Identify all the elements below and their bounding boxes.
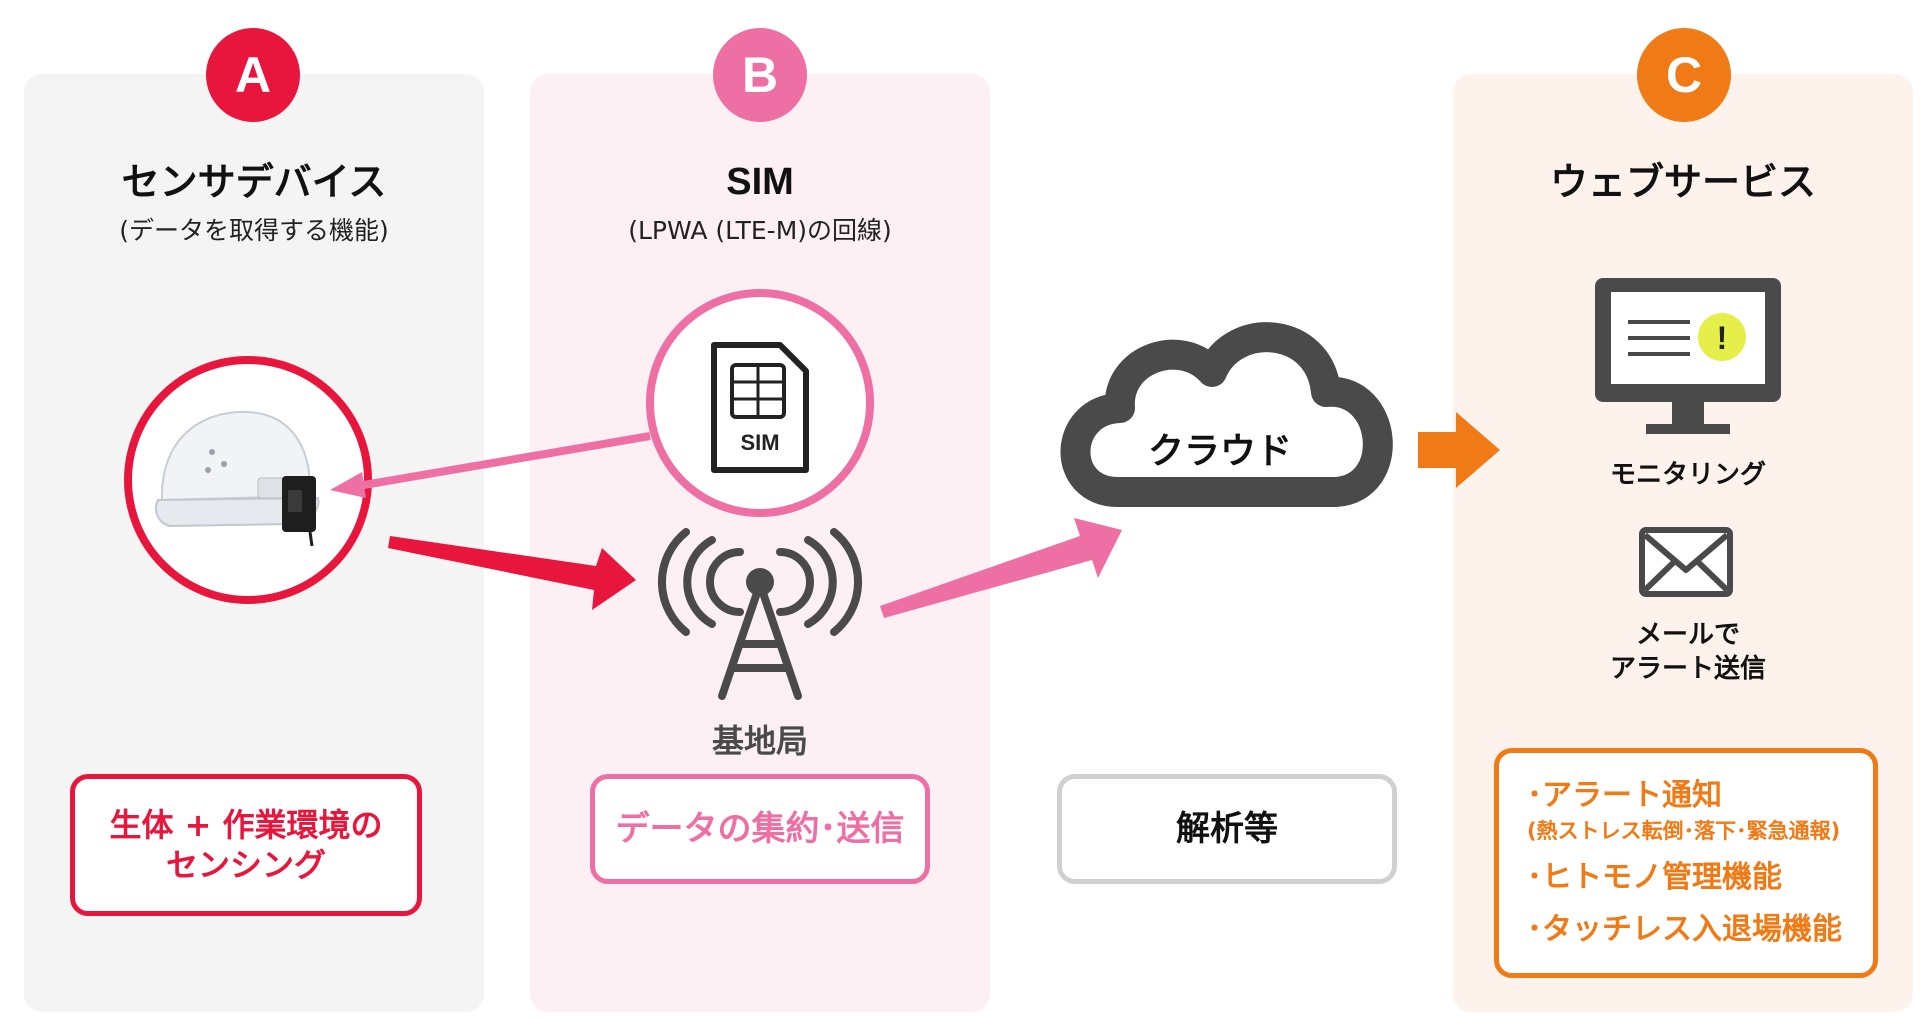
badge-a: A	[206, 28, 300, 122]
arrow-sim-to-helmet	[330, 432, 651, 498]
sensing-box: 生体 + 作業環境の センシング	[70, 774, 422, 916]
arrow-helmet-to-tower	[388, 536, 636, 610]
feature-touchless-entry: ･タッチレス入退場機能	[1527, 912, 1842, 947]
antenna-top-icon	[746, 568, 774, 596]
badge-b: B	[713, 28, 807, 122]
cloud-label: クラウド	[1147, 431, 1292, 472]
mail-label: メールで アラート送信	[1563, 618, 1813, 686]
features-box: ･アラート通知 (熱ストレス転倒･落下･緊急通報) ･ヒトモノ管理機能 ･タッチ…	[1494, 748, 1878, 978]
antenna-tower-icon	[657, 528, 863, 700]
sensor-subtitle: (データを取得する機能)	[119, 216, 389, 245]
analysis-box: 解析等	[1057, 774, 1397, 884]
cloud-icon	[1060, 322, 1393, 507]
station-label: 基地局	[711, 722, 808, 760]
svg-text:!: !	[1717, 320, 1728, 356]
sim-card-icon: SIM	[646, 289, 874, 517]
data-send-box: データの集約･送信	[590, 774, 930, 884]
arrow-tower-to-cloud	[880, 518, 1122, 618]
sensor-title: センサデバイス	[121, 160, 387, 204]
badge-c: C	[1637, 28, 1731, 122]
helmet-sensor-icon	[124, 356, 372, 604]
monitor-label: モニタリング	[1609, 460, 1766, 490]
sensing-box-line1: 生体 + 作業環境の	[109, 806, 383, 844]
mail-label-line1: メールで	[1635, 620, 1740, 650]
arrow-cloud-to-web	[1418, 412, 1500, 488]
sensing-box-line2: センシング	[165, 846, 326, 884]
envelope-icon	[1639, 527, 1733, 597]
mail-label-line2: アラート送信	[1609, 654, 1766, 684]
sim-subtitle: (LPWA (LTE-M)の回線)	[628, 216, 892, 245]
feature-people-management: ･ヒトモノ管理機能	[1527, 860, 1782, 895]
feature-alert-detail: (熱ストレス転倒･落下･緊急通報)	[1527, 819, 1841, 843]
feature-alert: ･アラート通知	[1527, 778, 1722, 813]
sim-title: SIM	[726, 161, 794, 203]
web-title: ウェブサービス	[1549, 160, 1816, 204]
sim-card-text: SIM	[740, 430, 779, 455]
monitor-icon: !	[1595, 278, 1781, 434]
